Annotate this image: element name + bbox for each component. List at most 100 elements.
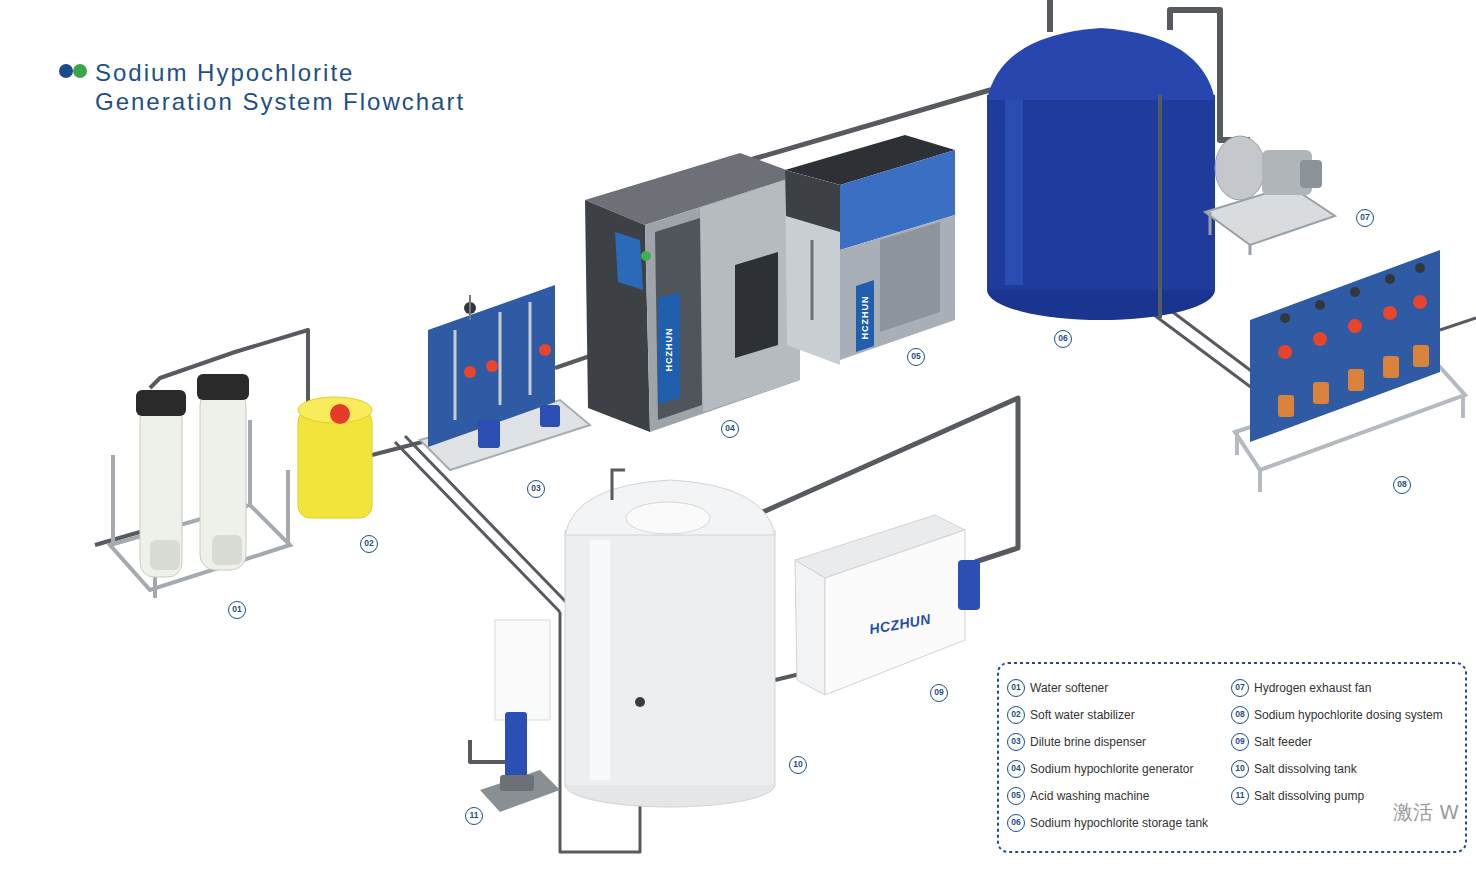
water-softener <box>110 374 290 598</box>
sodium-hypochlorite-generator <box>655 218 702 420</box>
water-softener <box>212 535 242 565</box>
legend-number: 04 <box>1007 760 1025 778</box>
acid-washing-machine <box>880 222 940 332</box>
salt-dissolving-tank <box>635 697 645 707</box>
water-softener <box>136 390 186 416</box>
title-dots <box>59 64 73 78</box>
sodium-hypochlorite-dosing-system <box>1461 395 1465 418</box>
sodium-hypochlorite-storage-tank <box>987 28 1215 100</box>
acid-washing-machine <box>840 215 955 360</box>
legend-frame <box>998 663 1466 852</box>
watermark: 激活 W <box>1393 800 1459 824</box>
hydrogen-exhaust-fan <box>1205 136 1335 255</box>
sodium-hypochlorite-generator <box>645 175 800 432</box>
sodium-hypochlorite-generator <box>658 292 680 404</box>
dilute-brine-dispenser <box>420 285 590 470</box>
pipe <box>395 442 560 612</box>
dilute-brine-dispenser <box>454 330 457 420</box>
sodium-hypochlorite-generator <box>585 200 650 432</box>
callout-number: 06 <box>1054 330 1072 348</box>
pipe <box>1047 0 1053 32</box>
salt-dissolving-tank <box>565 470 775 807</box>
legend-number: 06 <box>1007 814 1025 832</box>
callout-number: 05 <box>907 348 925 366</box>
sodium-hypochlorite-generator <box>585 153 800 432</box>
sodium-hypochlorite-dosing-system <box>1383 306 1397 320</box>
dilute-brine-dispenser <box>540 405 560 427</box>
sodium-hypochlorite-generator <box>615 232 643 290</box>
legend-text: Salt dissolving pump <box>1254 788 1364 804</box>
dilute-brine-dispenser <box>478 420 500 448</box>
legend-text: Hydrogen exhaust fan <box>1254 680 1371 696</box>
salt-feeder <box>825 530 965 695</box>
title-dots <box>73 64 87 78</box>
soft-water-stabilizer <box>298 410 372 518</box>
legend-number: 11 <box>1231 787 1249 805</box>
sodium-hypochlorite-dosing-system <box>1278 345 1292 359</box>
pipe <box>1150 312 1252 388</box>
legend-text: Sodium hypochlorite storage tank <box>1030 815 1208 831</box>
callout-number: 01 <box>228 601 246 619</box>
sodium-hypochlorite-dosing-system <box>1383 356 1399 378</box>
water-softener <box>200 390 246 570</box>
callout-number: 04 <box>721 420 739 438</box>
callout-number: 08 <box>1393 476 1411 494</box>
legend-number: 03 <box>1007 733 1025 751</box>
pipe <box>1440 318 1476 330</box>
brand-logo: HCZHUN <box>860 295 871 339</box>
legend-number: 01 <box>1007 679 1025 697</box>
legend-number: 07 <box>1231 679 1249 697</box>
callout-number: 10 <box>789 756 807 774</box>
sodium-hypochlorite-dosing-system <box>1348 369 1364 391</box>
legend-text: Salt dissolving tank <box>1254 761 1357 777</box>
brand-logo: HCZHUN <box>868 611 932 638</box>
water-softener <box>140 405 182 577</box>
sodium-hypochlorite-storage-tank <box>1005 100 1023 285</box>
pipe <box>1162 304 1258 376</box>
salt-dissolving-tank <box>565 480 775 535</box>
callout-number: 09 <box>930 684 948 702</box>
soft-water-stabilizer <box>298 397 372 518</box>
water-softener <box>111 455 115 545</box>
sodium-hypochlorite-storage-tank <box>987 95 1215 290</box>
sodium-hypochlorite-dosing-system <box>1250 250 1440 442</box>
legend-number: 09 <box>1231 733 1249 751</box>
acid-washing-machine <box>785 170 840 365</box>
dilute-brine-dispenser <box>464 366 476 378</box>
salt-feeder <box>958 560 980 610</box>
dilute-brine-dispenser <box>499 312 502 405</box>
sodium-hypochlorite-dosing-system <box>1313 382 1329 404</box>
salt-dissolving-tank <box>590 540 610 780</box>
legend-text: Sodium hypochlorite generator <box>1030 761 1193 777</box>
salt-feeder <box>795 515 980 695</box>
acid-washing-machine <box>811 240 814 320</box>
hydrogen-exhaust-fan <box>1209 212 1212 235</box>
salt-dissolving-tank <box>775 530 776 785</box>
pipe <box>95 0 1476 852</box>
sodium-hypochlorite-dosing-system <box>1413 295 1427 309</box>
legend-text: Soft water stabilizer <box>1030 707 1135 723</box>
pipe <box>555 356 590 368</box>
salt-feeder <box>795 560 825 695</box>
legend-number: 02 <box>1007 706 1025 724</box>
sodium-hypochlorite-storage-tank <box>987 28 1215 320</box>
legend-number: 10 <box>1231 760 1249 778</box>
water-softener <box>286 470 290 545</box>
water-softener <box>197 374 249 400</box>
salt-dissolving-pump <box>495 620 550 720</box>
hydrogen-exhaust-fan <box>1300 160 1322 188</box>
legend-text: Salt feeder <box>1254 734 1312 750</box>
sodium-hypochlorite-generator <box>700 175 800 412</box>
water-softener <box>150 540 180 570</box>
dilute-brine-dispenser <box>486 360 498 372</box>
soft-water-stabilizer <box>330 404 350 424</box>
sodium-hypochlorite-dosing-system <box>1415 263 1425 273</box>
dilute-brine-dispenser <box>529 302 532 395</box>
sodium-hypochlorite-dosing-system <box>1315 300 1325 310</box>
legend-text: Acid washing machine <box>1030 788 1149 804</box>
sodium-hypochlorite-dosing-system <box>1413 345 1429 367</box>
dilute-brine-dispenser <box>469 295 471 320</box>
hydrogen-exhaust-fan <box>1249 245 1252 255</box>
pipe <box>470 740 505 762</box>
